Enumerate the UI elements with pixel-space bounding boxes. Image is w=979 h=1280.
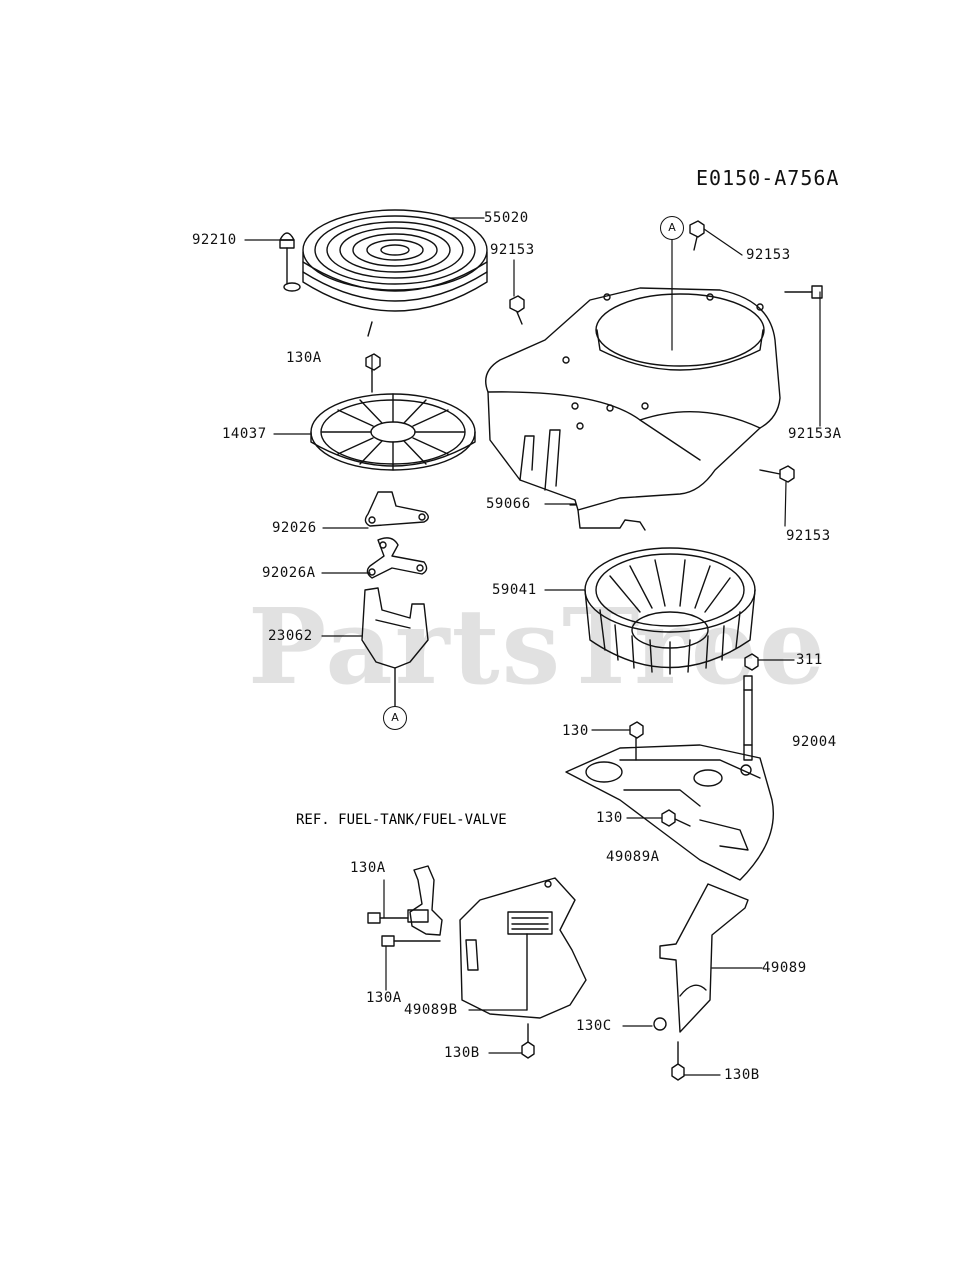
part-label[interactable]: 92210 — [192, 232, 237, 248]
watermark: PartsTree — [248, 585, 828, 708]
callout-a-marker[interactable]: A — [383, 706, 407, 730]
part-label[interactable]: 14037 — [222, 426, 267, 442]
part-label[interactable]: 130C — [576, 1018, 612, 1034]
part-label[interactable]: 92153 — [786, 528, 831, 544]
part-49089B-cover — [459, 877, 587, 1019]
part-130B-bolts — [521, 1023, 685, 1081]
part-fuel-bracket — [367, 865, 443, 947]
part-92004-stud — [743, 675, 753, 761]
part-23062-bracket — [361, 587, 429, 707]
part-label[interactable]: 49089 — [762, 960, 807, 976]
callout-a-marker[interactable]: A — [660, 216, 684, 240]
part-label[interactable]: 49089B — [404, 1002, 458, 1018]
part-label[interactable]: 49089A — [606, 849, 660, 865]
part-14037-screen — [310, 393, 476, 471]
part-label[interactable]: 23062 — [268, 628, 313, 644]
leader-lines — [244, 217, 821, 1076]
part-label[interactable]: 92004 — [792, 734, 837, 750]
part-311-nut — [744, 653, 759, 671]
part-label[interactable]: 92153 — [490, 242, 535, 258]
part-label[interactable]: 92153 — [746, 247, 791, 263]
part-59041-flywheel — [584, 547, 756, 675]
part-label[interactable]: 130A — [366, 990, 402, 1006]
part-label[interactable]: 59041 — [492, 582, 537, 598]
part-92026A-bracket — [366, 537, 428, 579]
part-92210-nut — [279, 232, 295, 285]
part-92026-bracket — [364, 491, 429, 527]
part-label[interactable]: 92026A — [262, 565, 316, 581]
part-59066-shroud — [485, 287, 781, 531]
diagram-code: E0150-A756A — [696, 166, 840, 190]
part-92153-bolts — [509, 220, 823, 483]
part-label[interactable]: 130A — [286, 350, 322, 366]
part-label[interactable]: 130A — [350, 860, 386, 876]
part-130A-bolt — [365, 353, 381, 393]
part-label[interactable]: 311 — [796, 652, 823, 668]
part-130-bolts — [629, 721, 691, 827]
part-label[interactable]: 130B — [444, 1045, 480, 1061]
part-label[interactable]: 130B — [724, 1067, 760, 1083]
part-label[interactable]: 92153A — [788, 426, 842, 442]
part-label[interactable]: 130 — [562, 723, 589, 739]
reference-note: REF. FUEL-TANK/FUEL-VALVE — [296, 812, 507, 828]
part-55020-fan-screen — [283, 209, 488, 337]
part-label[interactable]: 92026 — [272, 520, 317, 536]
part-label[interactable]: 55020 — [484, 210, 529, 226]
part-label[interactable]: 130 — [596, 810, 623, 826]
part-49089A-plate — [565, 744, 774, 881]
part-label[interactable]: 59066 — [486, 496, 531, 512]
part-49089-cover — [653, 883, 749, 1033]
